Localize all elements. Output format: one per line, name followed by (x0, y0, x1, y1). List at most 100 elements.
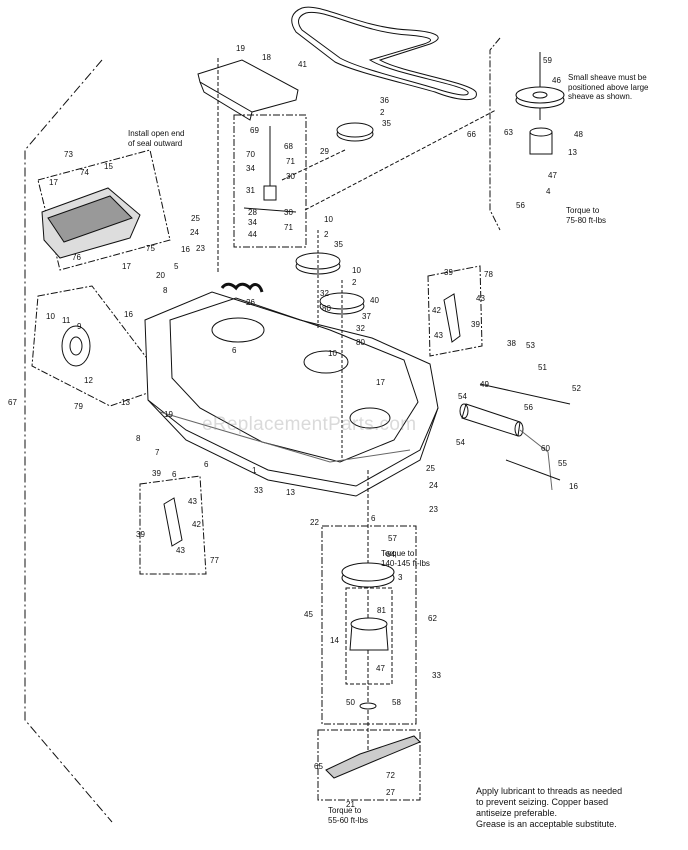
part-label: 10 (46, 312, 55, 321)
deck-shell (144, 291, 439, 497)
part-label: 29 (320, 147, 329, 156)
part-label: 63 (504, 128, 513, 137)
box-29 (233, 114, 307, 248)
bracket-66 (489, 37, 501, 231)
part-label: 10 (352, 266, 361, 275)
part-label: 43 (434, 331, 443, 340)
part-label: 81 (377, 606, 386, 615)
part-label: 37 (362, 312, 371, 321)
part-label: 43 (476, 294, 485, 303)
part-label: 39 (471, 320, 480, 329)
part-label: 66 (467, 130, 476, 139)
part-label: 28 (248, 208, 257, 217)
part-label: 13 (568, 148, 577, 157)
part-label: 2 (324, 230, 329, 239)
part-label: 19 (236, 44, 245, 53)
part-label: 34 (248, 218, 257, 227)
part-label: 30 (286, 172, 295, 181)
watermark: eReplacementParts.com (202, 414, 417, 435)
part-label: 54 (456, 438, 465, 447)
part-label: 5 (174, 262, 179, 271)
part-label: 6 (371, 514, 376, 523)
part-label: 2 (352, 278, 357, 287)
part-label: 64 (386, 550, 395, 559)
box-77 (139, 475, 207, 575)
part-label: 55 (558, 459, 567, 468)
part-label: 33 (432, 671, 441, 680)
part-label: 65 (314, 762, 323, 771)
blade-65 (325, 735, 421, 779)
part-label: 25 (191, 214, 200, 223)
part-label: 59 (543, 56, 552, 65)
part-label: 16 (569, 482, 578, 491)
part-label: 44 (248, 230, 257, 239)
part-label: 46 (552, 76, 561, 85)
part-label: 27 (386, 788, 395, 797)
part-label: 35 (334, 240, 343, 249)
part-label: 24 (190, 228, 199, 237)
part-label: 38 (507, 339, 516, 348)
part-label: 42 (432, 306, 441, 315)
part-label: 3 (398, 573, 403, 582)
part-label: 22 (310, 518, 319, 527)
note-torque-bottom: Torque to 55-60 ft-lbs (328, 806, 369, 825)
part-label: 15 (104, 162, 113, 171)
part-label: 34 (246, 164, 255, 173)
box-79 (31, 285, 169, 407)
part-label: 53 (526, 341, 535, 350)
part-label: 23 (196, 244, 205, 253)
part-label: 43 (188, 497, 197, 506)
spring-26 (220, 282, 264, 293)
note-torque-top: Torque to 75-80 ft-lbs (566, 206, 607, 225)
part-label: 43 (176, 546, 185, 555)
part-label: 67 (8, 398, 17, 407)
part-label: 73 (64, 150, 73, 159)
box-65 (317, 729, 421, 801)
part-label: 62 (428, 614, 437, 623)
part-label: 21 (346, 800, 355, 809)
part-label: 16 (124, 310, 133, 319)
part-label: 49 (480, 380, 489, 389)
part-label: 4 (546, 187, 551, 196)
part-label: 77 (210, 556, 219, 565)
note-seal: Install open end of seal outward (128, 129, 185, 148)
part-label: 32 (356, 324, 365, 333)
part-label: 6 (232, 346, 237, 355)
part-label: 48 (574, 130, 583, 139)
part-label: 11 (62, 316, 71, 325)
note-sheave: Small sheave must be positioned above la… (568, 73, 649, 101)
part-label: 9 (77, 322, 82, 331)
part-label: 80 (322, 304, 331, 313)
part-label: 75 (146, 244, 155, 253)
part-label: 42 (192, 520, 201, 529)
part-label: 74 (80, 168, 89, 177)
part-label: 2 (380, 108, 385, 117)
part-label: 68 (284, 142, 293, 151)
part-label: 24 (429, 481, 438, 490)
part-label: 33 (254, 486, 263, 495)
part-label: 80 (356, 338, 365, 347)
part-label: 26 (246, 298, 255, 307)
part-label: 8 (163, 286, 168, 295)
part-label: 72 (386, 771, 395, 780)
part-label: 45 (304, 610, 313, 619)
part-label: 30 (284, 208, 293, 217)
part-label: 52 (572, 384, 581, 393)
part-label: 39 (444, 268, 453, 277)
box-45 (321, 525, 417, 725)
part-label: 12 (84, 376, 93, 385)
part-label: 60 (541, 444, 550, 453)
part-label: 25 (426, 464, 435, 473)
part-label: 23 (429, 505, 438, 514)
part-label: 8 (136, 434, 141, 443)
part-label: 54 (458, 392, 467, 401)
note-torque-mid: Torque to 140-145 ft-lbs (381, 549, 430, 568)
part-label: 78 (484, 270, 493, 279)
part-label: 40 (370, 296, 379, 305)
part-label: 19 (164, 410, 173, 419)
part-label: 47 (548, 171, 557, 180)
part-label: 41 (298, 60, 307, 69)
part-label: 50 (346, 698, 355, 707)
part-label: 14 (330, 636, 339, 645)
